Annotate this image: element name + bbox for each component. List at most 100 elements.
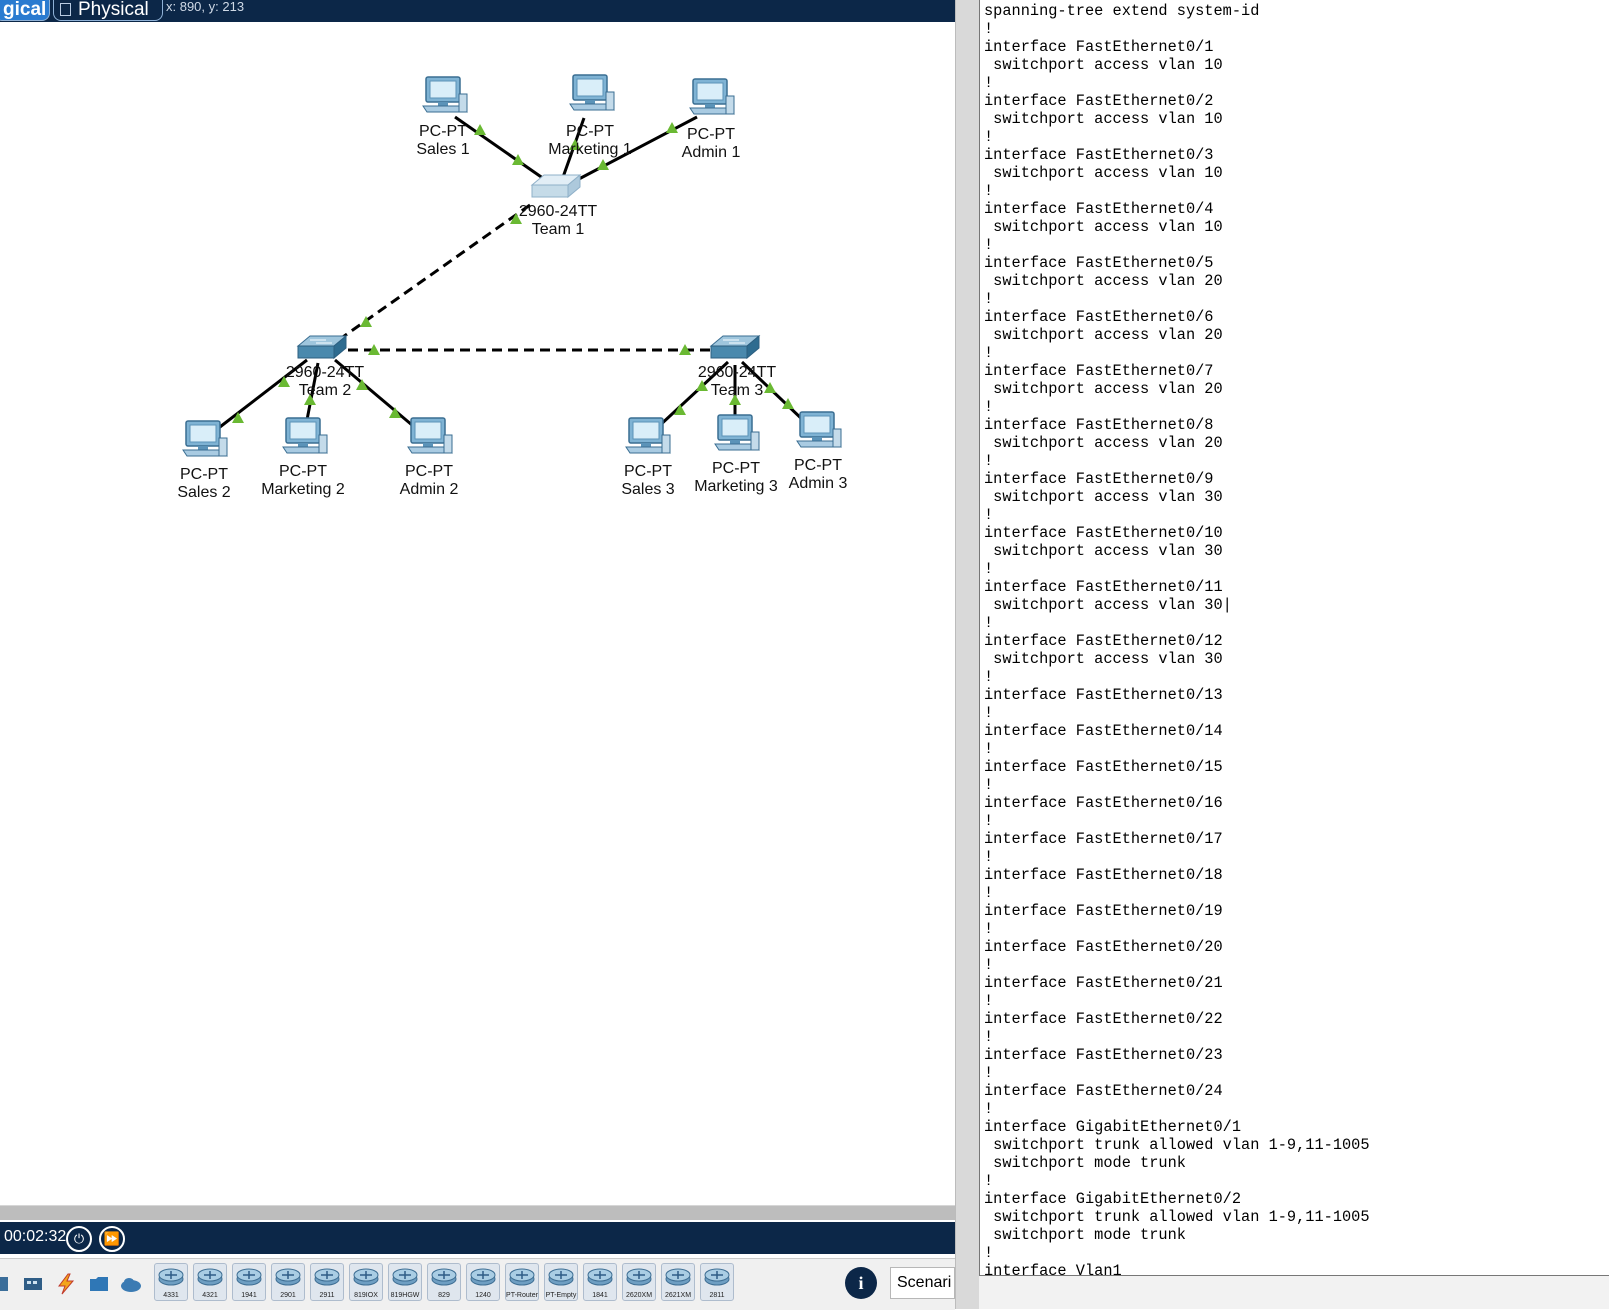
end-devices-icon[interactable] (22, 1273, 44, 1295)
switch-icon[interactable] (710, 335, 760, 359)
switch-model-label: 2960-24TT (519, 203, 597, 220)
pc-type-label: PC-PT (624, 463, 672, 480)
cursor-coordinates: x: 890, y: 213 (166, 0, 245, 14)
device-label: 2621XM (664, 1292, 692, 1299)
pane-splitter[interactable] (955, 0, 979, 1309)
pc-icon[interactable] (422, 76, 468, 113)
pc-name-label: Admin 2 (400, 481, 459, 498)
router-icon (509, 1268, 535, 1286)
fast-forward-icon[interactable]: ⏩ (99, 1226, 125, 1252)
horizontal-scrollbar[interactable] (0, 1205, 955, 1220)
power-cycle-icon[interactable]: ⏻ (66, 1226, 92, 1252)
pc-icon[interactable] (282, 417, 328, 454)
device-label: PT-Router (506, 1292, 538, 1299)
pc-icon[interactable] (625, 417, 671, 454)
pc-name-label: Sales 1 (416, 141, 469, 158)
simulation-timer: 00:02:32 (4, 1228, 67, 1245)
pc-name-label: Marketing 3 (694, 478, 778, 495)
pc-type-label: PC-PT (794, 457, 842, 474)
device-2901[interactable]: 2901 (271, 1263, 305, 1301)
device-1841[interactable]: 1841 (583, 1263, 617, 1301)
switch-name-label: Team 1 (532, 221, 585, 238)
logical-workspace-pane: gical Physical x: 890, y: 213 (0, 0, 955, 1310)
tab-physical[interactable]: Physical (53, 0, 163, 21)
device-4321[interactable]: 4321 (193, 1263, 227, 1301)
device-label: 1941 (241, 1292, 257, 1299)
pc-icon[interactable] (182, 420, 228, 457)
pc-type-label: PC-PT (419, 123, 467, 140)
device-label: 2620XM (625, 1292, 653, 1299)
tab-physical-label: Physical (78, 0, 149, 20)
link-pc-to-switch[interactable] (304, 362, 320, 426)
device-819iox[interactable]: 819IOX (349, 1263, 383, 1301)
link-pc-to-switch[interactable] (334, 358, 413, 427)
device-2621xm[interactable]: 2621XM (661, 1263, 695, 1301)
device-label: 2911 (319, 1292, 335, 1299)
realtime-bar: 00:02:32 ⏻ ⏩ (0, 1222, 955, 1254)
device-label: 819HGW (390, 1292, 420, 1299)
tab-logical[interactable]: gical (0, 0, 50, 21)
folder-icon[interactable] (88, 1273, 110, 1295)
device-palette: 4331 4321 1941 2901 2911 819IOX 819HGW 829 1240 P… (0, 1258, 955, 1310)
pc-type-label: PC-PT (687, 126, 735, 143)
device-1941[interactable]: 1941 (232, 1263, 266, 1301)
scenario-selector[interactable]: Scenari (890, 1267, 955, 1299)
link-pc-to-switch[interactable] (454, 115, 548, 183)
link-up-indicator (474, 124, 486, 135)
switch-icon[interactable] (297, 335, 347, 359)
router-icon (392, 1268, 418, 1286)
link-pc-to-switch[interactable] (655, 360, 730, 430)
router-icon (197, 1268, 223, 1286)
device-pt-empty[interactable]: PT-Empty (544, 1263, 578, 1301)
config-text[interactable]: spanning-tree extend system-id ! interfa… (984, 2, 1370, 1276)
device-2911[interactable]: 2911 (310, 1263, 344, 1301)
device-819hgw[interactable]: 819HGW (388, 1263, 422, 1301)
router-icon (704, 1268, 730, 1286)
device-1240[interactable]: 1240 (466, 1263, 500, 1301)
router-icon (431, 1268, 457, 1286)
switch-name-label: Team 3 (711, 382, 764, 399)
pc-type-label: PC-PT (279, 463, 327, 480)
pc-type-label: PC-PT (180, 466, 228, 483)
network-devices-icon[interactable] (0, 1273, 16, 1295)
device-4331[interactable]: 4331 (154, 1263, 188, 1301)
pc-icon[interactable] (407, 417, 453, 454)
device-2620xm[interactable]: 2620XM (622, 1263, 656, 1301)
router-icon (470, 1268, 496, 1286)
running-config-view[interactable]: spanning-tree extend system-id ! interfa… (979, 0, 1609, 1276)
view-tab-bar: gical Physical x: 890, y: 213 (0, 0, 955, 22)
device-2811[interactable]: 2811 (700, 1263, 734, 1301)
pc-name-label: Admin 1 (682, 144, 741, 161)
pc-icon[interactable] (714, 414, 760, 451)
info-icon[interactable]: i (845, 1267, 877, 1299)
physical-view-icon (60, 3, 71, 16)
device-label: 829 (438, 1292, 450, 1299)
pc-name-label: Marketing 1 (548, 141, 632, 158)
link-pc-to-switch[interactable] (576, 115, 698, 182)
device-label: 1841 (592, 1292, 608, 1299)
device-label: 819IOX (354, 1292, 378, 1299)
router-icon (158, 1268, 184, 1286)
router-icon (665, 1268, 691, 1286)
pc-name-label: Sales 2 (177, 484, 230, 501)
pc-name-label: Admin 3 (789, 475, 848, 492)
link-pc-to-switch[interactable] (215, 358, 308, 432)
device-label: 1240 (475, 1292, 491, 1299)
pc-type-label: PC-PT (566, 123, 614, 140)
device-label: 4331 (163, 1292, 179, 1299)
pc-icon[interactable] (689, 78, 735, 115)
connections-icon[interactable] (55, 1273, 77, 1295)
device-pt-router[interactable]: PT-Router (505, 1263, 539, 1301)
switch-name-label: Team 2 (299, 382, 352, 399)
router-icon (548, 1268, 574, 1286)
pc-icon[interactable] (569, 74, 615, 111)
router-icon (236, 1268, 262, 1286)
switch-icon[interactable] (531, 174, 581, 198)
trunk-team1-team2[interactable] (339, 203, 531, 341)
pc-icon[interactable] (796, 411, 842, 448)
cloud-icon[interactable] (120, 1273, 142, 1295)
device-829[interactable]: 829 (427, 1263, 461, 1301)
switch-model-label: 2960-24TT (286, 364, 364, 381)
pc-name-label: Sales 3 (621, 481, 674, 498)
